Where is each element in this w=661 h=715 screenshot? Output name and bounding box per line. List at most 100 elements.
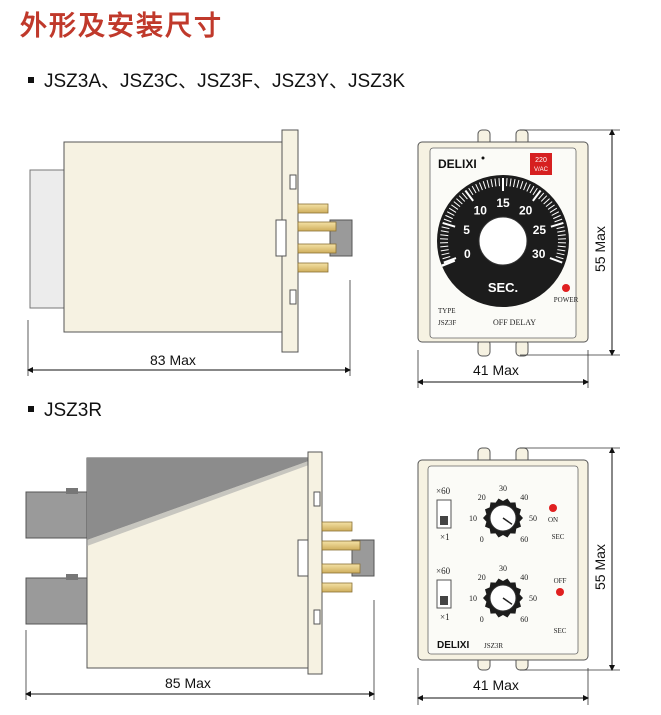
dial-tick [550, 221, 564, 228]
dial-tick [506, 178, 508, 187]
dial-tick [475, 183, 480, 192]
knob-number: 50 [529, 594, 537, 603]
dial-number: 10 [474, 204, 488, 218]
dial-tick [464, 189, 474, 202]
dial-tick [440, 230, 449, 233]
knob-number: 10 [469, 514, 477, 523]
dial-tick [456, 198, 463, 205]
side-width-label-1: 83 Max [150, 352, 196, 368]
knob-number: 30 [499, 564, 507, 573]
mult-high-label-2: ×60 [436, 566, 451, 576]
dial-tick [445, 214, 453, 220]
dial-tick [494, 178, 497, 187]
sec-label-2: SEC [554, 627, 567, 635]
dial-number: 30 [532, 247, 546, 261]
dial-tick [442, 221, 456, 228]
dial-tick [478, 182, 483, 191]
knob-pointer [502, 517, 513, 525]
dial-number: 15 [496, 196, 510, 210]
on-label: ON [548, 516, 558, 524]
dial-tick [553, 214, 561, 220]
voltage-line2: V/AC [534, 167, 549, 173]
knob-number: 20 [478, 573, 486, 582]
voltage-line1: 220 [535, 157, 547, 164]
knob-number: 40 [520, 493, 528, 502]
dial-tick [441, 226, 450, 230]
bullet-icon [28, 76, 34, 83]
dial-tick [556, 252, 565, 256]
dial-tick [448, 207, 457, 213]
dial-tick [451, 204, 459, 210]
dial-tick [551, 211, 560, 216]
dial-tick [490, 179, 493, 188]
dial-tick [442, 255, 451, 260]
front-width-label-1: 41 Max [473, 362, 519, 378]
dial-tick [529, 185, 535, 194]
dial-tick [453, 201, 461, 208]
front-height-label-2: 55 Max [592, 544, 608, 590]
power-label: POWER [554, 296, 579, 304]
dial-tick [554, 218, 563, 223]
dial-tick [468, 187, 474, 196]
dial-tick [513, 179, 516, 188]
dial-tick [519, 181, 524, 189]
off-indicator-icon [556, 588, 564, 596]
mult-high-label-1: ×60 [436, 486, 451, 496]
dial-number: 20 [519, 204, 533, 218]
knob-number: 0 [480, 535, 484, 544]
model-label-2: JSZ3R [484, 642, 503, 650]
power-indicator-icon [562, 284, 570, 292]
brand-label-1: DELIXI [438, 157, 477, 171]
page-title: 外形及安装尺寸 [20, 11, 223, 42]
dial-tick [446, 211, 455, 216]
model-list-2: JSZ3R [44, 400, 103, 421]
dial-tick [532, 187, 538, 196]
dial-tick [523, 182, 528, 191]
dial-knob-center[interactable] [478, 216, 528, 266]
knob-number: 10 [469, 594, 477, 603]
side-width-label-2: 85 Max [165, 675, 211, 691]
brand-label-2: DELIXI [437, 640, 469, 651]
section-heading-2: JSZ3R [28, 400, 102, 422]
dial-tick [441, 252, 450, 256]
dial-tick [440, 249, 449, 252]
dial-tick [458, 195, 466, 202]
dial-tick [547, 204, 555, 210]
dial-tick [482, 181, 487, 189]
knob-number: 30 [499, 484, 507, 493]
dial-tick [532, 189, 542, 202]
dial-tick [498, 178, 500, 187]
dial-tick [509, 178, 512, 187]
knob-number: 40 [520, 573, 528, 582]
dial-tick [443, 218, 452, 223]
dial-tick [556, 226, 565, 230]
dial-tick [557, 230, 566, 233]
on-indicator-icon [549, 504, 557, 512]
dial-tick [555, 255, 564, 260]
type-label: TYPE [438, 307, 456, 315]
mode-label: OFF DELAY [493, 318, 536, 327]
dial-tick [557, 249, 566, 252]
knob-number: 20 [478, 493, 486, 502]
knob-number: 60 [520, 615, 528, 624]
knob-number: 60 [520, 535, 528, 544]
dial-tick [516, 179, 520, 188]
dial-pointer [441, 259, 456, 267]
dial-tick [440, 245, 449, 248]
dial-number: 25 [533, 223, 547, 237]
dial-tick [540, 195, 548, 202]
front-height-label-1: 55 Max [592, 226, 608, 272]
knob-number: 50 [529, 514, 537, 523]
section-heading-1: JSZ3A、JSZ3C、JSZ3F、JSZ3Y、JSZ3K [28, 66, 405, 93]
mult-low-label-2: ×1 [440, 612, 450, 622]
mult-low-label-1: ×1 [440, 532, 450, 542]
dial-tick [538, 192, 545, 200]
dial-tick [526, 183, 531, 192]
knob-pointer [502, 597, 513, 605]
dial-unit-label: SEC. [488, 280, 518, 295]
voltage-badge [530, 153, 552, 175]
dial-tick [440, 234, 449, 237]
